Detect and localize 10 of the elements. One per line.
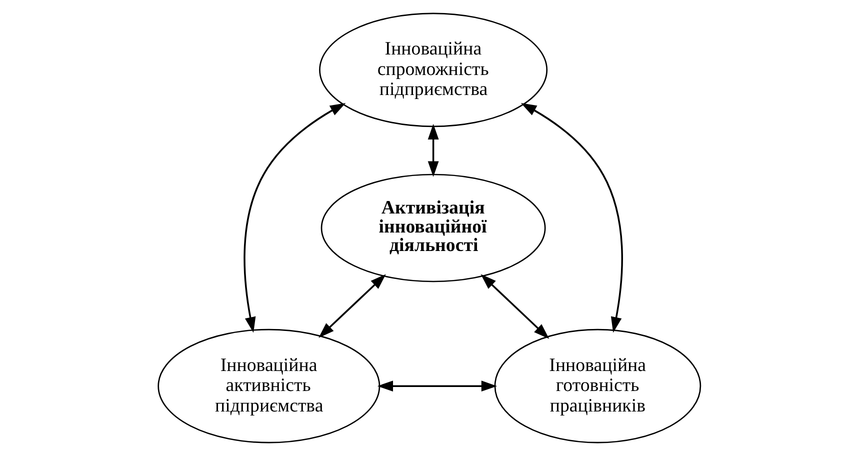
node-ellipse: Інноваційна спроможність підприємства: [319, 12, 548, 128]
arrow: [244, 102, 346, 333]
arrow: [318, 274, 386, 338]
node-ellipse: Інноваційна активність підприємства: [158, 328, 380, 444]
node-ellipse: Інноваційна готовність працівників: [494, 328, 702, 444]
arrow: [377, 380, 498, 392]
node-ellipse: Активізація інноваційної діяльності: [320, 174, 546, 282]
arrow: [520, 102, 623, 333]
arrow: [428, 124, 439, 177]
arrow: [480, 274, 550, 339]
